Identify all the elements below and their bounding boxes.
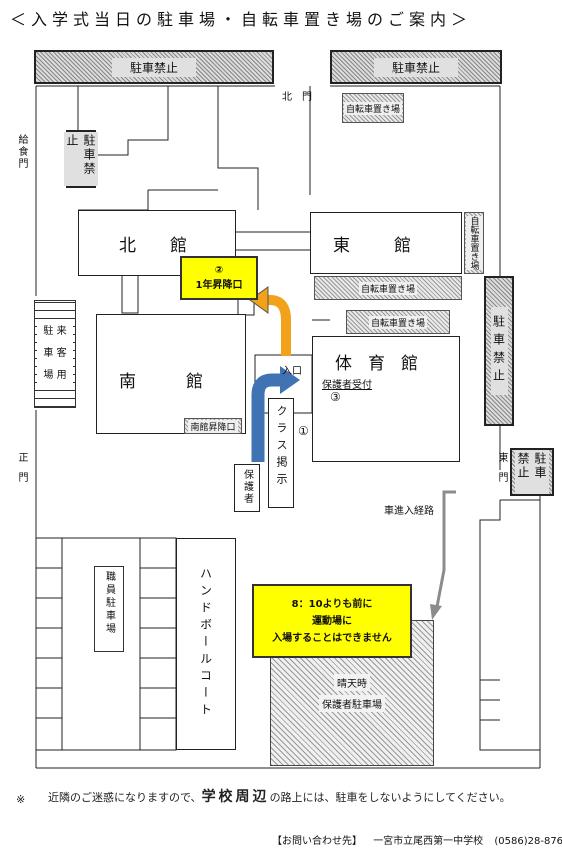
taiikukan-label: 体育館 bbox=[335, 354, 434, 374]
north-gate-label: 北 門 bbox=[282, 92, 312, 103]
bike-parking-east: 自転車置き場 bbox=[464, 212, 484, 274]
car-route-line bbox=[434, 490, 456, 613]
no-parking-east-gate: 駐車禁止 bbox=[510, 448, 554, 496]
contact-line: 【お問い合わせ先】 一宮市立尾西第一中学校 (0586)28-8766 bbox=[272, 836, 562, 847]
staff-parking-label: 職員駐車場 bbox=[94, 566, 124, 652]
notice-box: 8：10よりも前に 運動場に 入場することはできません bbox=[252, 584, 412, 658]
guardian-sign: 保護者 bbox=[234, 464, 260, 512]
no-parking-top-right: 駐車禁止 bbox=[330, 50, 502, 84]
higashi-building: 東館 bbox=[310, 212, 462, 274]
east-gate-label: 東門 bbox=[496, 452, 507, 492]
guest-parking: 駐 来 車 客 場 用 bbox=[34, 300, 76, 408]
guest-parking-label: 駐 来 車 客 場 用 bbox=[37, 321, 73, 387]
guardian-reception-label: 保護者受付 bbox=[322, 380, 372, 391]
page-title: ＜入学式当日の駐車場・自転車置き場のご案内＞ bbox=[10, 10, 473, 29]
footer-mark: ※ bbox=[16, 793, 26, 806]
no-parking-left: 駐車禁止 bbox=[64, 130, 98, 188]
first-year-entrance-box: ② 1年昇降口 bbox=[180, 256, 258, 300]
minami-building: 南館 bbox=[96, 314, 246, 434]
taiikukan-building: 体育館 bbox=[312, 336, 460, 462]
no-parking-top-left: 駐車禁止 bbox=[34, 50, 274, 84]
bike-parking-mid-1: 自転車置き場 bbox=[314, 276, 462, 300]
num3-label: ③ bbox=[330, 390, 341, 404]
entrance-label: 入口 bbox=[282, 366, 302, 377]
footer-note: 近隣のご迷惑になりますので、学校周辺の路上には、駐車をしないようにしてください。 bbox=[48, 789, 511, 805]
minami-shokoguchi: 南館昇降口 bbox=[184, 418, 242, 434]
handball-court: ハンドボールコート bbox=[176, 538, 236, 750]
car-route-label: 車進入経路 bbox=[384, 506, 434, 517]
orange-arrow bbox=[265, 295, 291, 356]
kita-building-label: 北館 bbox=[119, 236, 221, 256]
no-parking-right: 駐車禁止 bbox=[484, 276, 514, 426]
main-gate-label: 正門 bbox=[16, 452, 27, 492]
num1-label: ① bbox=[298, 424, 309, 438]
minami-building-label: 南館 bbox=[119, 372, 253, 392]
blue-arrow bbox=[251, 373, 282, 462]
kyushoku-gate-label: 給食門 bbox=[16, 134, 27, 170]
higashi-building-label: 東館 bbox=[333, 236, 455, 256]
class-board: クラス掲示 bbox=[268, 398, 294, 508]
bike-parking-north: 自転車置き場 bbox=[342, 93, 404, 123]
bike-parking-mid-2: 自転車置き場 bbox=[346, 310, 450, 334]
